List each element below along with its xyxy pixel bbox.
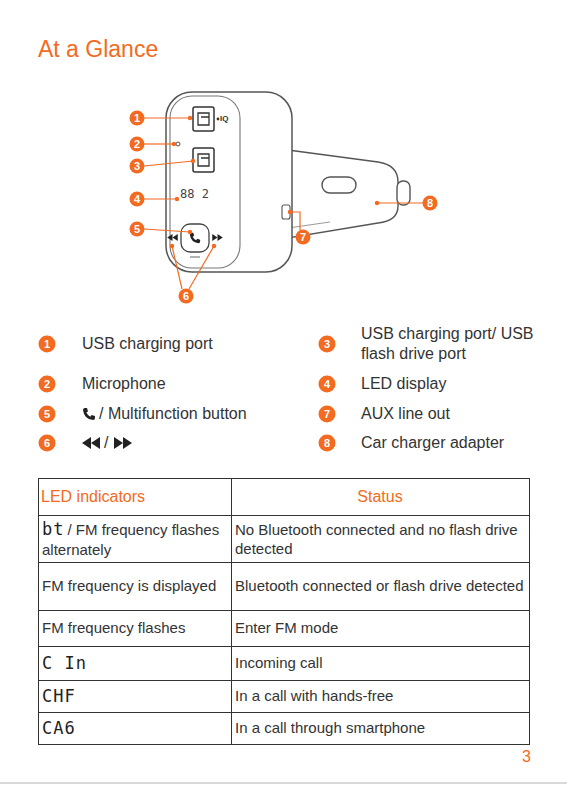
charger-adapter (288, 150, 410, 238)
part-name: Car charger adapter (361, 434, 504, 451)
led-glyph-box: CA6 (42, 717, 228, 739)
part-name: / Multifunction button (99, 405, 247, 422)
callout-number-box: 3 (129, 161, 145, 172)
table-cell: In a call with hands-free (235, 687, 393, 704)
led-digits-box: 88 2 (180, 187, 209, 203)
table-cell: Incoming call (235, 654, 323, 671)
callout-number-box: 7 (295, 232, 311, 243)
part-name-box: USB charging port (82, 334, 302, 354)
usb-ports (193, 107, 219, 172)
microphone-hole (176, 142, 180, 146)
page-title: At a Glance (38, 35, 158, 65)
table-cell: Enter FM mode (235, 619, 338, 636)
callout-number: 2 (134, 138, 140, 150)
callout-number-box: 1 (39, 339, 55, 350)
callout-number-box: 8 (319, 438, 335, 449)
callout-number-box: 5 (39, 409, 55, 420)
callout-number: 3 (134, 160, 140, 172)
callout-number-box: 4 (319, 379, 335, 390)
part-name: AUX line out (361, 405, 450, 422)
callout-number-box: 7 (319, 409, 335, 420)
led-glyph: CA6 (42, 718, 76, 738)
table-header: LED indicators (41, 488, 145, 505)
separator-box: / (104, 433, 114, 453)
table-cell: FM frequency is displayed (42, 577, 216, 594)
led-glyph-box: CHF (42, 685, 228, 707)
callout-number-box: 2 (39, 379, 55, 390)
callout-number-box: 8 (422, 198, 438, 209)
callout-number: 1 (134, 112, 140, 124)
led-glyph: CHF (42, 686, 76, 706)
button-pad (167, 224, 223, 257)
page-number: 3 (522, 748, 531, 765)
part-name: LED display (361, 375, 446, 392)
part-name: Microphone (82, 375, 166, 392)
callout-number: 8 (427, 197, 433, 209)
callout-number-box: 1 (129, 113, 145, 124)
table-cell-box: FM frequency flashes (42, 618, 228, 638)
table-cell: In a call through smartphone (235, 719, 425, 736)
table-cell-box: In a call with hands-free (235, 686, 525, 706)
callout-number: 4 (134, 193, 140, 205)
callout-number: 2 (44, 378, 50, 390)
table-cell: FM frequency flashes (42, 619, 185, 636)
table-cell-box: Incoming call (235, 653, 525, 673)
part-name-box: / Multifunction button (99, 404, 309, 424)
part-name: USB charging port (82, 335, 213, 352)
part-name: USB charging port/ USB flash drive port (361, 325, 534, 362)
table-header-box: LED indicators (41, 487, 227, 508)
led-glyph: C In (42, 653, 87, 673)
part-name-box: USB charging port/ USB flash drive port (361, 324, 551, 364)
led-glyph: bt (42, 519, 64, 539)
table-cell-box: Bluetooth connected or flash drive detec… (235, 576, 525, 596)
callout-number: 3 (324, 338, 330, 350)
callout-number: 6 (183, 290, 189, 302)
callout-number: 5 (44, 408, 50, 420)
table-cell-box: No Bluetooth connected and no flash driv… (235, 520, 525, 559)
callout-circles (39, 111, 438, 452)
table-grid (39, 479, 530, 745)
led-digits: 88 2 (180, 187, 209, 201)
page-rule (0, 782, 567, 784)
charger-body (166, 92, 292, 272)
callout-number: 7 (324, 408, 330, 420)
callout-number-box: 6 (39, 438, 55, 449)
table-cell: Bluetooth connected or flash drive detec… (235, 577, 524, 594)
callout-number-box: 6 (178, 291, 194, 302)
separator: / (104, 434, 108, 451)
callout-number: 6 (44, 437, 50, 449)
callout-number: 7 (300, 231, 306, 243)
callout-number-box: 4 (129, 194, 145, 205)
port-mark: IQ (220, 114, 228, 123)
table-cell-box: Enter FM mode (235, 618, 525, 638)
table-cell: No Bluetooth connected and no flash driv… (235, 521, 518, 558)
led-glyph-box: bt/ FM frequency flashes alternately (42, 518, 228, 560)
callout-number: 4 (324, 378, 330, 390)
callout-number-box: 3 (319, 339, 335, 350)
callout-number: 5 (134, 223, 140, 235)
table-header: Status (357, 488, 402, 505)
callout-number-box: 2 (129, 139, 145, 150)
table-cell: / FM frequency flashes alternately (42, 521, 219, 558)
callout-number: 8 (324, 437, 330, 449)
table-cell-box: In a call through smartphone (235, 718, 525, 738)
led-glyph-box: C In (42, 652, 228, 674)
part-name-box: AUX line out (361, 404, 551, 424)
part-name-box: LED display (361, 374, 551, 394)
table-header-box: Status (235, 487, 525, 508)
leader-lines (144, 116, 423, 289)
callout-number-box: 5 (129, 224, 145, 235)
table-cell-box: FM frequency is displayed (42, 576, 228, 596)
callout-number: 1 (44, 338, 50, 350)
part-name-box: Microphone (82, 374, 302, 394)
page-number-box: 3 (522, 747, 531, 768)
part-name-box: Car charger adapter (361, 433, 551, 453)
port-mark-box: IQ (220, 114, 228, 124)
